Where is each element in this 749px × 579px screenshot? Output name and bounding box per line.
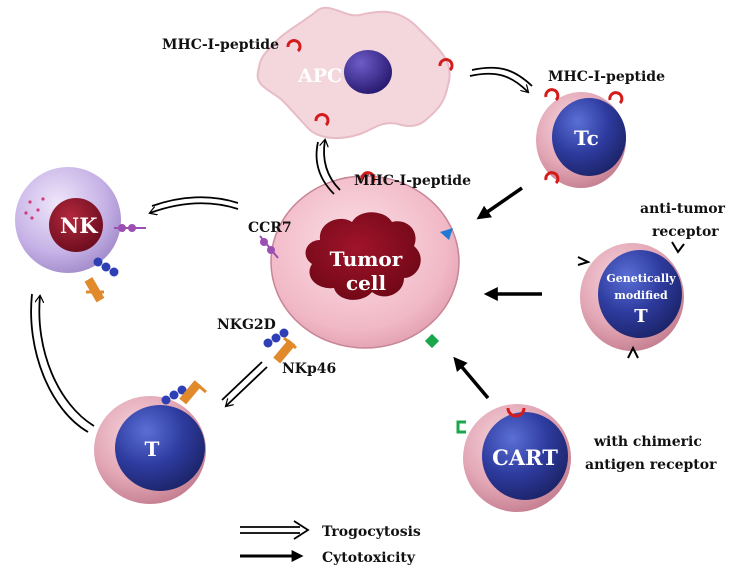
ccr7-label: CCR7 — [248, 220, 292, 236]
tc-label: Tc — [574, 126, 599, 150]
mhc-icon — [544, 88, 624, 185]
cart-label: CART — [492, 445, 558, 470]
chimeric-label-line1: with chimeric — [593, 434, 702, 450]
granule-dots — [24, 197, 45, 220]
genetically-modified-t-cell: Genetically modified T — [580, 243, 684, 351]
mhc-label-apc: MHC-I-peptide — [162, 37, 279, 53]
nkg2d-receptor-icon — [263, 328, 289, 348]
legend-double-arrow-icon — [240, 520, 310, 540]
cytotoxicity-arrow-cart-to-tumor — [453, 356, 490, 400]
mhc-icon — [360, 171, 376, 185]
chimeric-receptor-icon — [456, 420, 466, 434]
ccr7-receptor-icon — [114, 224, 146, 232]
legend-cytotoxicity-label: Cytotoxicity — [322, 550, 416, 566]
green-antigen-icon — [424, 333, 440, 349]
nkg2d-receptor-icon — [161, 385, 187, 405]
cytotoxicity-arrow-tc-to-tumor — [476, 186, 523, 220]
apc-cell: APC — [256, 6, 451, 140]
nkg2d-receptor-icon — [93, 257, 119, 277]
gm-label-line1: Genetically — [606, 272, 676, 285]
legend-trogocytosis-label: Trogocytosis — [322, 524, 421, 540]
apc-nucleus — [344, 50, 392, 94]
chimeric-label-line2: antigen receptor — [585, 457, 717, 473]
nkg2d-label: NKG2D — [217, 317, 276, 333]
trogocytosis-arrow-tumor-to-t — [221, 361, 268, 406]
nk-label: NK — [60, 213, 98, 238]
tumor-nucleus — [305, 212, 421, 300]
tumor-cell: Tumor cell — [270, 175, 460, 349]
tumor-label-line2: cell — [346, 271, 387, 295]
anti-tumor-label-line1: anti-tumor — [640, 201, 726, 217]
trogocytosis-arrow-t-to-nk — [30, 293, 95, 433]
chimeric-receptor-icon — [506, 407, 526, 418]
legend: Trogocytosis Cytotoxicity — [240, 520, 421, 566]
tc-cell: Tc — [536, 92, 626, 188]
nk-cell: NK — [15, 167, 121, 273]
nkp46-receptor-icon — [273, 336, 297, 364]
anti-tumor-label-line2: receptor — [652, 224, 719, 240]
mhc-label-tumor: MHC-I-peptide — [354, 173, 471, 189]
trogocytosis-arrow-tumor-to-nk — [150, 196, 239, 213]
mhc-label-tc: MHC-I-peptide — [548, 69, 665, 85]
nkp46-receptor-icon — [179, 380, 207, 405]
trogocytosis-arrow-apc-to-tc — [469, 66, 533, 92]
cart-cell: CART — [463, 404, 571, 512]
nkp46-label: NKp46 — [282, 361, 336, 377]
blue-antigen-icon — [440, 228, 453, 240]
gm-label-line2: modified — [614, 289, 668, 302]
apc-label: APC — [297, 65, 342, 87]
anti-tumor-receptor-icon — [577, 241, 685, 359]
nkp46-receptor-icon — [84, 277, 105, 303]
t-cell: T — [94, 396, 206, 504]
t-label: T — [145, 437, 160, 461]
gm-label-line3: T — [634, 306, 648, 327]
mhc-icon — [286, 39, 454, 127]
ccr7-ligand-icon — [259, 235, 279, 259]
tumor-label-line1: Tumor — [330, 247, 403, 271]
trogocytosis-arrow-tumor-to-apc — [315, 140, 341, 195]
